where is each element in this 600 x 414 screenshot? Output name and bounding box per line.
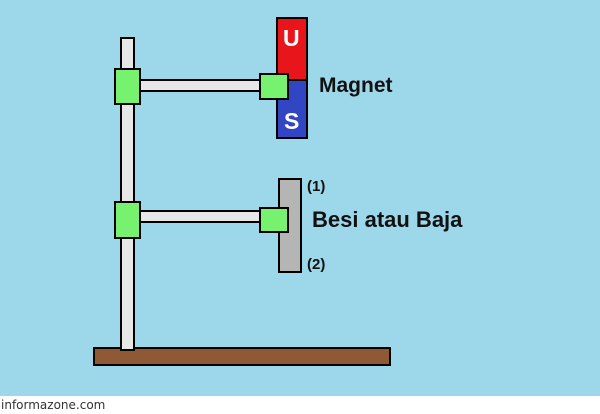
iron-bottom-end-label: (2)	[307, 256, 326, 273]
watermark: informazone.com	[1, 398, 106, 412]
magnet-label: Magnet	[319, 74, 393, 97]
upper-pole-clamp	[114, 68, 141, 105]
lower-arm	[139, 210, 265, 223]
lower-pole-clamp	[114, 201, 141, 239]
diagram-canvas: U S Magnet (1) Besi atau Baja (2)	[0, 0, 600, 396]
stand-base	[93, 347, 391, 366]
stand-pole	[120, 37, 135, 351]
magnet-clamp	[259, 73, 289, 100]
north-pole-label: U	[283, 25, 300, 51]
iron-clamp	[259, 207, 289, 233]
upper-arm	[137, 79, 265, 92]
iron-label: Besi atau Baja	[312, 207, 463, 232]
south-pole-label: S	[284, 108, 300, 134]
iron-top-end-label: (1)	[307, 178, 326, 195]
stand-illustration	[93, 17, 391, 366]
magnet-south-pole	[276, 79, 308, 139]
